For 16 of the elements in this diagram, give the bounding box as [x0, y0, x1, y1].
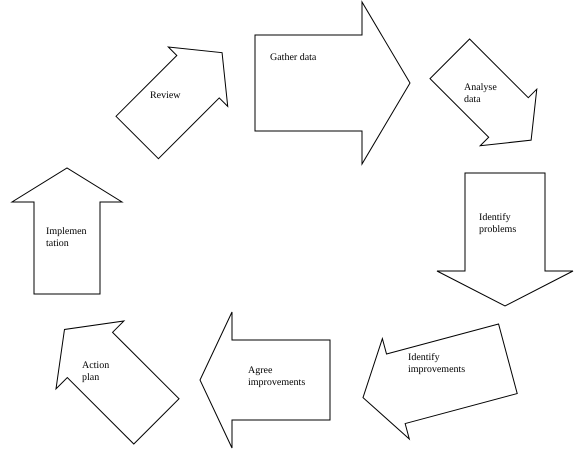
step-label: Analyse data — [464, 82, 498, 106]
process-step — [437, 172, 573, 306]
process-step — [254, 2, 410, 164]
process-step — [362, 324, 517, 439]
step-label: Identify problems — [479, 212, 518, 236]
step-label: Gather data — [270, 52, 318, 64]
step-label: Identify improvements — [408, 352, 466, 376]
process-step — [200, 312, 330, 448]
process-step — [430, 38, 536, 146]
step-label: Implemen tation — [46, 226, 88, 250]
process-step — [56, 320, 179, 444]
step-label: Review — [150, 90, 182, 102]
process-step — [116, 46, 228, 159]
step-label: Agree improvements — [248, 365, 306, 389]
step-label: Action plan — [82, 360, 110, 384]
process-step — [12, 168, 122, 294]
